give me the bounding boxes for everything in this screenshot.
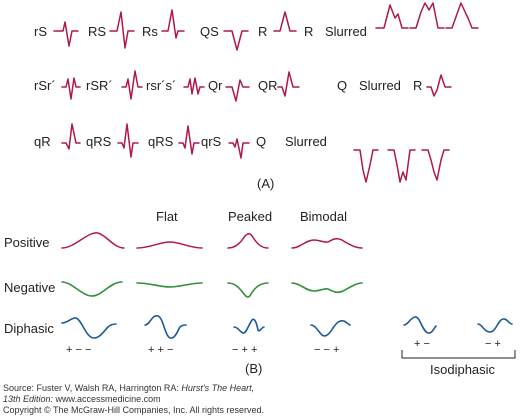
caption-b: (B): [245, 361, 262, 376]
signs-diphasic-2: + + −: [148, 344, 173, 356]
slurred-s-waveform-1: [353, 149, 379, 183]
t-wave-isodiphasic-1: [403, 316, 437, 334]
t-wave-diphasic-3: [233, 318, 265, 334]
label-slurred-2: Slurred: [359, 78, 401, 93]
t-wave-diphasic-4: [310, 319, 351, 337]
signs-diphasic-3: − + +: [232, 344, 257, 356]
t-wave-negative-flat: [136, 282, 203, 288]
qrs-slurred-q-waveform: [426, 74, 452, 97]
t-wave-positive-bimodal: [291, 238, 363, 249]
caption-a: (A): [257, 176, 274, 191]
label-Qr: Qr: [208, 78, 223, 93]
credit-edition: 13th Edition:: [3, 394, 54, 404]
qrs-qR-waveform: [61, 123, 81, 150]
col-header-bimodal: Bimodal: [300, 209, 347, 224]
slurred-s-waveform-3: [421, 149, 450, 181]
isodiphasic-bracket: [401, 350, 516, 359]
label-RS: RS: [88, 24, 106, 39]
label-qRS-1: qRS: [86, 134, 112, 149]
credit-website: www.accessmedicine.com: [53, 394, 161, 404]
qrs-rSr-waveform: [61, 77, 81, 100]
qrs-QR-waveform: [277, 71, 300, 97]
t-wave-negative-peaked: [227, 282, 269, 298]
t-wave-positive: [61, 232, 125, 249]
qrs-RS-waveform: [109, 11, 135, 49]
label-Q-3: Q: [256, 134, 266, 149]
t-wave-diphasic-2: [144, 315, 187, 339]
label-QS: QS: [200, 24, 219, 39]
t-wave-positive-peaked: [227, 233, 269, 249]
credit-source-prefix: Source: Fuster V, Walsh RA, Harrington R…: [3, 383, 182, 393]
row-label-negative: Negative: [4, 280, 55, 295]
qrs-rSR-waveform: [121, 70, 143, 100]
label-rS: rS: [34, 24, 47, 39]
col-header-peaked: Peaked: [228, 209, 272, 224]
label-R-slurred: R: [304, 24, 313, 39]
qrs-qrS-waveform: [228, 138, 250, 159]
col-header-flat: Flat: [156, 209, 178, 224]
qrs-QS-waveform: [223, 30, 249, 51]
label-rSR: rSR´: [86, 78, 113, 93]
qrs-rsrs-waveform: [183, 77, 205, 95]
signs-isodiphasic-1: + −: [414, 338, 430, 350]
label-rSr: rSr´: [34, 78, 56, 93]
label-rsrs: rsr´s´: [146, 78, 176, 93]
qrs-rS-waveform: [53, 21, 79, 47]
slurred-r-waveform-2: [409, 2, 445, 29]
qrs-R-waveform: [273, 11, 297, 32]
signs-diphasic-1: + − −: [66, 344, 91, 356]
signs-isodiphasic-2: − +: [485, 338, 501, 350]
label-qRS-2: qRS: [148, 134, 174, 149]
copyright-line: Copyright © The McGraw-Hill Companies, I…: [3, 405, 265, 415]
row-label-positive: Positive: [4, 235, 50, 250]
qrs-Qr-waveform: [225, 79, 250, 102]
label-R: R: [258, 24, 267, 39]
source-credit-line-2: 13th Edition: www.accessmedicine.com: [3, 394, 161, 404]
slurred-r-waveform-3: [445, 2, 479, 29]
credit-book-title: Hurst's The Heart,: [181, 383, 255, 393]
isodiphasic-label: Isodiphasic: [430, 362, 496, 377]
label-QR: QR: [258, 78, 278, 93]
t-wave-diphasic-1: [61, 317, 117, 339]
t-wave-positive-flat: [136, 241, 203, 249]
qrs-qRS-waveform-1: [117, 123, 139, 158]
t-wave-negative-bimodal: [291, 282, 363, 294]
label-R-2: R: [413, 78, 422, 93]
qrs-qRS-waveform-2: [178, 125, 200, 155]
row-label-diphasic: Diphasic: [4, 321, 54, 336]
label-qrS: qrS: [201, 134, 222, 149]
slurred-r-waveform-1: [375, 4, 409, 29]
signs-diphasic-4: − − +: [314, 344, 339, 356]
slurred-s-waveform-2: [387, 149, 416, 183]
label-slurred-3: Slurred: [285, 134, 327, 149]
source-credit-line-1: Source: Fuster V, Walsh RA, Harrington R…: [3, 383, 254, 393]
label-Rs: Rs: [142, 24, 158, 39]
label-qR: qR: [34, 134, 51, 149]
qrs-Rs-waveform: [161, 9, 185, 39]
t-wave-isodiphasic-2: [477, 318, 513, 333]
t-wave-negative: [61, 281, 123, 297]
label-slurred-1: Slurred: [325, 24, 367, 39]
label-Q-slurred: Q: [337, 78, 347, 93]
